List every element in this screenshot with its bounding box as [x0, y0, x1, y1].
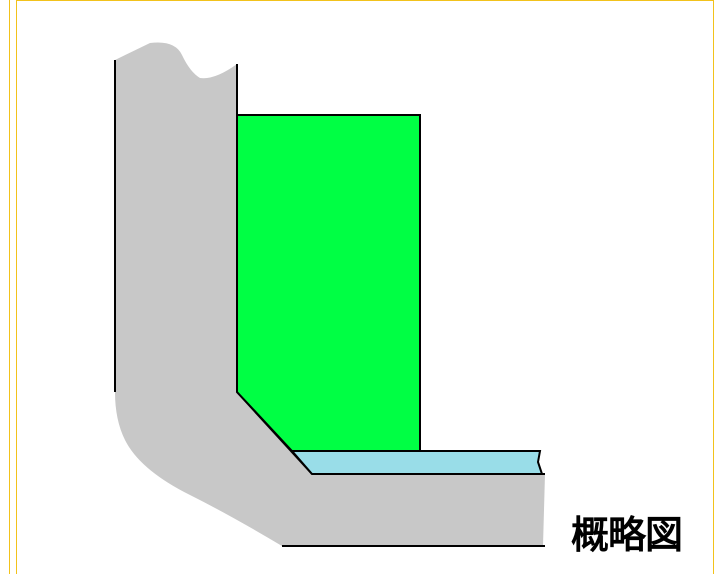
caption-label: 概略図: [571, 513, 683, 557]
green-block: [236, 114, 421, 452]
wall-section: [115, 42, 545, 546]
left-frame-border: [0, 0, 10, 574]
blue-layer: [289, 450, 544, 475]
